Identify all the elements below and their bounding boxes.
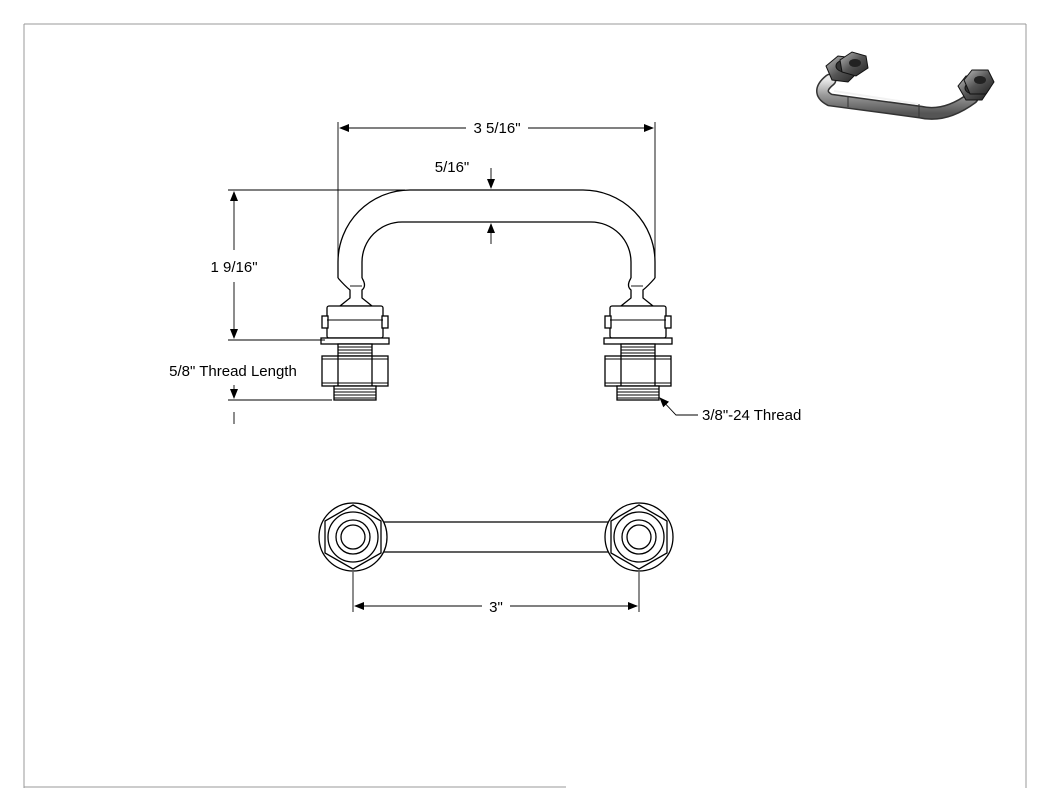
handle-outer-edge	[337, 189, 656, 278]
label-thread-spec: 3/8"-24 Thread	[702, 407, 801, 424]
top-view-right-nut	[604, 502, 674, 572]
top-view-bar	[376, 521, 615, 553]
iso-left-nut	[825, 51, 869, 83]
left-hex-nut	[321, 355, 389, 387]
top-view: 3"	[318, 502, 674, 616]
top-view-left-nut	[318, 502, 388, 572]
right-thread-lower	[616, 385, 660, 401]
label-center-to-center: 3"	[489, 599, 503, 616]
left-post	[320, 277, 390, 401]
dim-thread-length	[228, 385, 332, 424]
left-thread-lower	[333, 385, 377, 401]
dim-overall-width	[337, 122, 656, 278]
right-thread-upper	[620, 343, 656, 357]
label-height: 1 9/16"	[210, 259, 257, 276]
dim-height	[228, 189, 405, 341]
drawing-frame	[23, 23, 1027, 788]
iso-right-nut	[957, 69, 995, 101]
label-thread-length: 5/8" Thread Length	[169, 363, 297, 380]
dim-center-to-center	[352, 572, 640, 612]
front-view: 3 5/16" 5/16" 1 9/16" 5/8" Thread Length…	[169, 120, 801, 424]
right-hex-nut	[604, 355, 672, 387]
right-post	[603, 277, 673, 401]
left-thread-upper	[337, 343, 373, 357]
label-rod-diameter: 5/16"	[435, 159, 470, 176]
leader-thread-spec	[659, 397, 698, 416]
label-overall-width: 3 5/16"	[473, 120, 520, 137]
isometric-view	[816, 51, 995, 120]
handle-inner-edge	[361, 221, 632, 278]
